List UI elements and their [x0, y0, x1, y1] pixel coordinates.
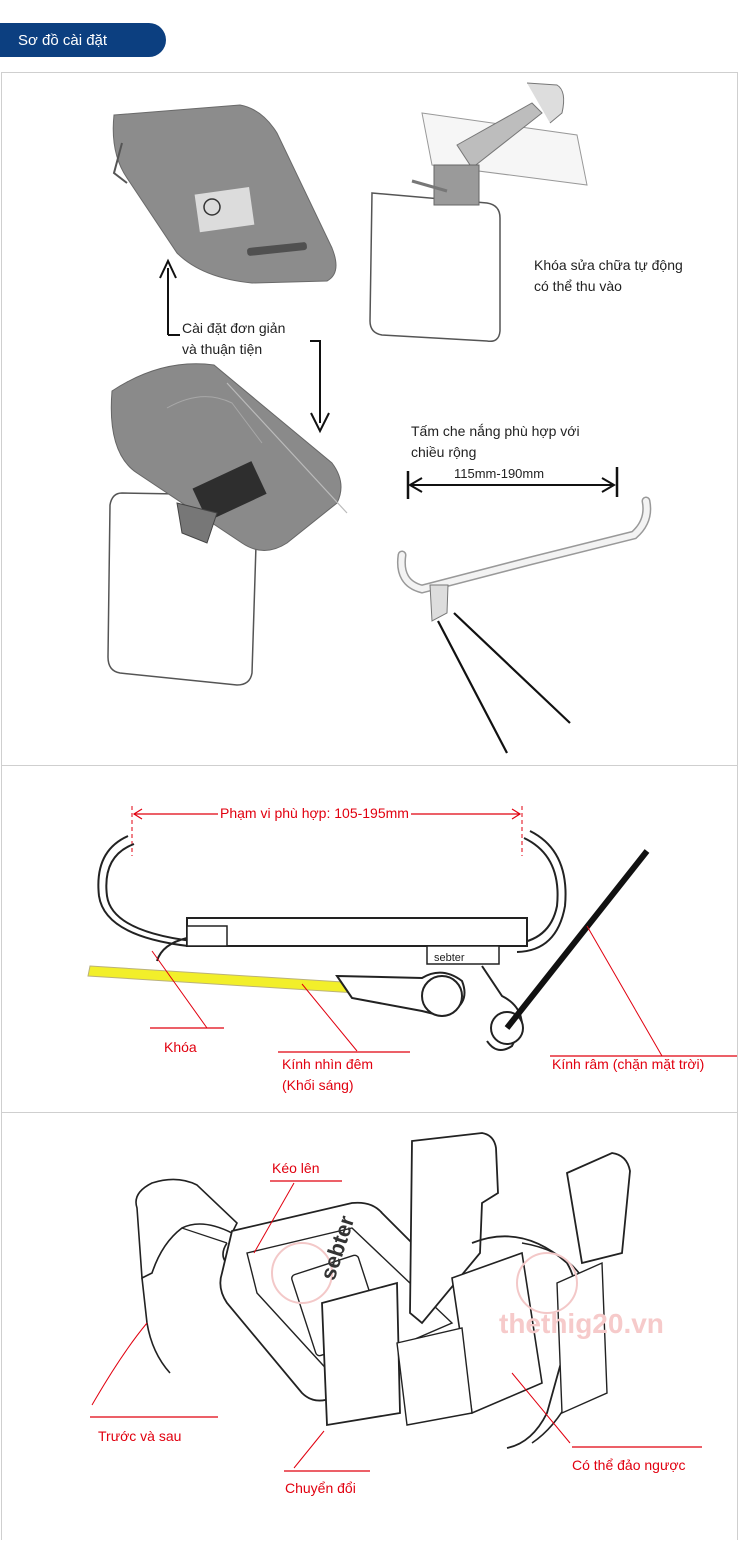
- width-range-label: 115mm-190mm: [454, 466, 545, 481]
- night-glass-label-2: (Khối sáng): [282, 1077, 354, 1093]
- watermark-text: thethig20.vn: [499, 1308, 664, 1339]
- easy-install-label-2: và thuận tiện: [182, 341, 263, 357]
- visor-fit-label-1: Tấm che nắng phù hợp với: [411, 423, 580, 439]
- installation-illustration: [107, 82, 652, 754]
- auto-lock-label-2: có thể thu vào: [534, 278, 622, 294]
- fit-range-label: Phạm vi phù hợp: 105-195mm: [218, 803, 411, 824]
- detail-panel: sebter thethig20.vn Kéo lên Trước và sau…: [1, 1112, 738, 1540]
- front-back-label: Trước và sau: [98, 1428, 182, 1444]
- easy-install-label-1: Cài đặt đơn giản: [182, 320, 286, 336]
- pull-up-label: Kéo lên: [272, 1160, 320, 1176]
- detail-illustration: [90, 1132, 702, 1472]
- visor-fit-label-2: chiều rộng: [411, 444, 477, 460]
- structure-panel: Phạm vi phù hợp: 105-195mm sebter Khóa K…: [1, 765, 738, 1113]
- switch-label: Chuyển đổi: [285, 1480, 356, 1496]
- lock-label: Khóa: [164, 1039, 197, 1055]
- sunglass-label: Kính râm (chặn mặt trời): [552, 1056, 705, 1072]
- reversible-label: Có thể đảo ngược: [572, 1457, 686, 1473]
- brand-label: sebter: [434, 952, 465, 964]
- auto-lock-label-1: Khóa sửa chữa tự động: [534, 257, 683, 273]
- section-title-tab: Sơ đồ cài đặt: [0, 23, 166, 57]
- installation-panel: Khóa sửa chữa tự động có thể thu vào Cài…: [1, 72, 738, 766]
- section-title: Sơ đồ cài đặt: [18, 31, 108, 49]
- night-glass-label-1: Kính nhìn đêm: [282, 1056, 374, 1072]
